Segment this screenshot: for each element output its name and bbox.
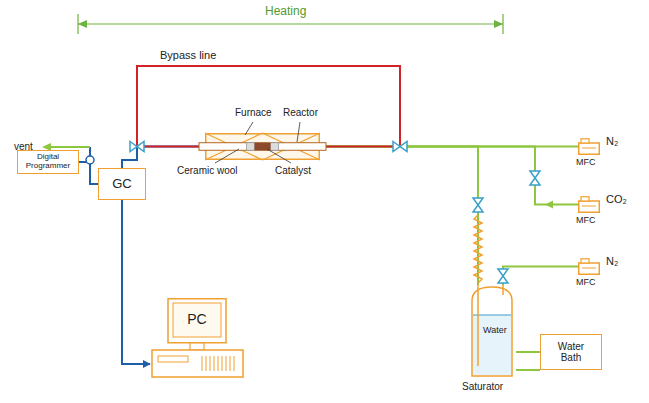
leader-line bbox=[297, 122, 300, 142]
pipe-connector bbox=[516, 351, 540, 353]
pc-computer: PC bbox=[150, 298, 245, 378]
leader-line bbox=[267, 149, 291, 163]
vent-pipe bbox=[50, 146, 90, 148]
dimension-arrowhead bbox=[78, 20, 87, 28]
reactor-furnace: FurnaceReactorCeramic woolCatalyst bbox=[205, 133, 320, 160]
dip-tube bbox=[477, 285, 479, 366]
node-label: Digital Programmer bbox=[21, 153, 75, 171]
node-label: Saturator bbox=[462, 381, 503, 393]
node-label: CO₂ bbox=[606, 193, 627, 206]
condenser-coil bbox=[474, 215, 482, 283]
dimension-line bbox=[78, 23, 503, 24]
programmer-box: Digital Programmer bbox=[17, 150, 79, 174]
gc-box: GC bbox=[98, 168, 146, 200]
node-label: MFC bbox=[576, 157, 596, 167]
reactor-tube bbox=[199, 143, 326, 151]
vent-slot bbox=[202, 356, 203, 371]
vent-slot bbox=[226, 356, 227, 371]
mfc-unit: MFCN₂ bbox=[578, 258, 600, 275]
node-label: N₂ bbox=[606, 255, 618, 268]
vent-slot bbox=[222, 356, 223, 371]
reactor-inlet-pipe bbox=[320, 146, 393, 148]
node-label: Catalyst bbox=[275, 165, 311, 177]
monitor bbox=[168, 299, 226, 343]
valve-symbol bbox=[473, 198, 483, 212]
node-label: N₂ bbox=[606, 135, 618, 148]
monitor-stand bbox=[190, 343, 204, 350]
node-label: MFC bbox=[576, 277, 596, 287]
screen bbox=[173, 303, 221, 337]
gas-inlet bbox=[502, 285, 504, 295]
node-label: Ceramic wool bbox=[177, 165, 238, 177]
pc-shape bbox=[150, 298, 245, 378]
catalyst-bed bbox=[255, 143, 271, 151]
valve-symbol bbox=[130, 142, 144, 152]
computer-case bbox=[152, 350, 243, 377]
node-label: Furnace bbox=[235, 107, 272, 119]
mfc-head bbox=[581, 197, 589, 201]
vent-slot bbox=[206, 356, 207, 371]
mfc-shape bbox=[578, 138, 600, 155]
mfc-head bbox=[581, 139, 589, 143]
vent-slot bbox=[214, 356, 215, 371]
bath-return-pipe bbox=[516, 369, 540, 371]
vent-slot bbox=[230, 356, 231, 371]
vent-slot bbox=[234, 356, 235, 371]
mfc-unit: MFCN₂ bbox=[578, 138, 600, 155]
mfc-shape bbox=[578, 196, 600, 213]
mfc-detail bbox=[582, 268, 596, 269]
pipe-connector bbox=[122, 200, 150, 364]
node-label: MFC bbox=[576, 215, 596, 225]
mfc-unit: MFCCO₂ bbox=[578, 196, 600, 213]
mfc-detail bbox=[582, 206, 596, 207]
flow-arrowhead bbox=[545, 201, 553, 209]
annotation: Heating bbox=[265, 5, 306, 19]
sampling-valve bbox=[86, 156, 94, 164]
mfc-body bbox=[579, 201, 600, 212]
vent-slot bbox=[210, 356, 211, 371]
node-label: GC bbox=[112, 177, 132, 191]
reactor-shape bbox=[205, 133, 320, 160]
mfc-body bbox=[579, 263, 600, 274]
pipe-connector bbox=[503, 267, 578, 286]
ceramic-wool bbox=[271, 143, 279, 151]
pipe-connector bbox=[122, 147, 205, 169]
annotation: vent bbox=[14, 141, 33, 153]
pipe-connector bbox=[320, 147, 478, 286]
node-label: Water Bath bbox=[551, 341, 591, 363]
reactor-outlet-pipe bbox=[144, 146, 205, 148]
vent-pipe bbox=[89, 147, 91, 156]
ceramic-wool bbox=[247, 143, 255, 151]
node-label: PC bbox=[174, 311, 220, 327]
valve-symbol bbox=[530, 171, 540, 185]
water-bath-box: Water Bath bbox=[540, 334, 602, 370]
leader-line bbox=[245, 122, 253, 135]
leader-line bbox=[215, 149, 239, 163]
valve-symbol bbox=[498, 269, 508, 283]
mfc-body bbox=[579, 143, 600, 154]
mfc-detail bbox=[582, 148, 596, 149]
annotation: Bypass line bbox=[160, 49, 216, 62]
valve-symbol bbox=[393, 142, 407, 152]
mfc-shape bbox=[578, 258, 600, 275]
disk-drive bbox=[158, 356, 188, 362]
mfc-head bbox=[581, 259, 589, 263]
saturator-vessel: WaterSaturator bbox=[468, 285, 516, 378]
pipe-connector bbox=[79, 162, 98, 184]
dimension-arrowhead bbox=[494, 20, 503, 28]
node-label: Water bbox=[483, 325, 507, 335]
pipe-connector bbox=[320, 147, 578, 205]
node-label: Reactor bbox=[283, 107, 318, 119]
vent-slot bbox=[218, 356, 219, 371]
